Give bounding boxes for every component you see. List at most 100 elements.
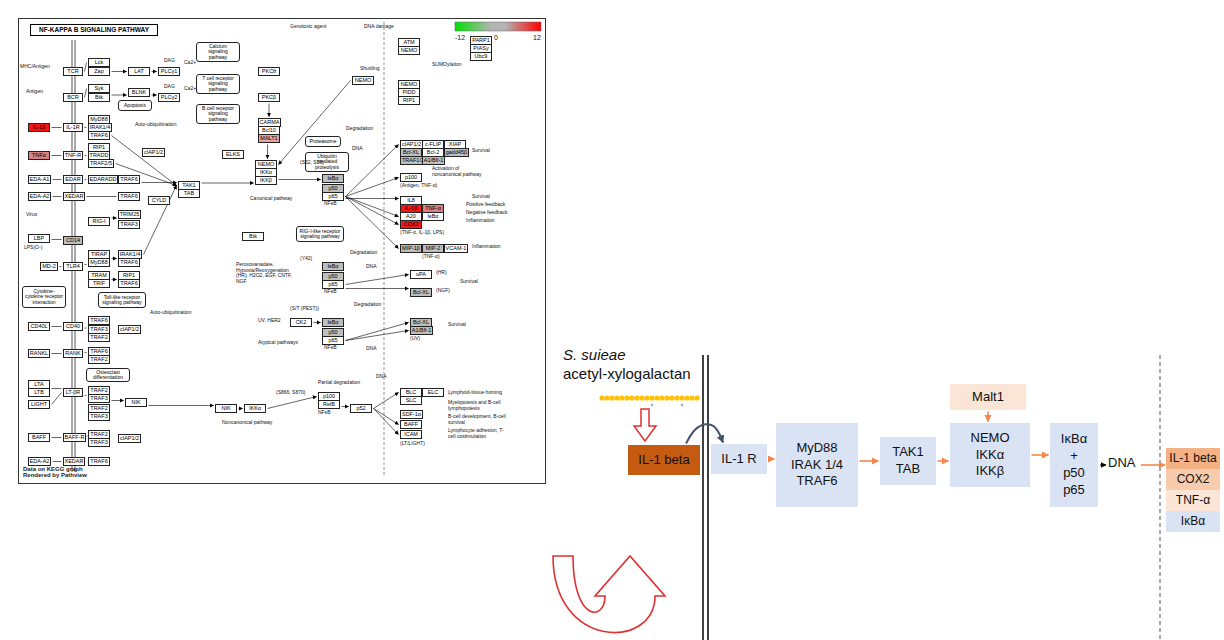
node-text: RIP1 <box>123 272 135 278</box>
node-text: Toll-like receptor signaling pathway <box>101 295 144 306</box>
gene-box: p65 <box>322 336 344 345</box>
node-text: A1/Bfl-1 <box>424 157 444 163</box>
node-text: TRAF6 <box>90 348 107 354</box>
signal-box: IL-1 beta <box>628 445 700 475</box>
label-text: DNA <box>376 374 387 380</box>
connector <box>267 145 268 159</box>
gene-box: EDAR <box>63 175 83 184</box>
node-text: Lck <box>95 59 104 65</box>
label-text: -12 <box>455 34 465 42</box>
gene-box: TRIF <box>88 279 110 288</box>
connector <box>53 179 62 180</box>
label-text: (S/T (PEST)) <box>290 306 319 312</box>
label-text: Survival <box>460 279 478 285</box>
connector <box>269 104 270 117</box>
gene-box: CYLD <box>148 196 170 205</box>
connector <box>144 186 177 255</box>
node-text: IKKα <box>976 447 1004 464</box>
gene-box: LIGHT <box>28 400 50 409</box>
gene-box: RANK <box>63 349 83 358</box>
gene-box: TRAF2 <box>88 333 110 342</box>
gene-box: cIAP1/2 <box>142 148 165 157</box>
label-text: (HR) <box>436 270 447 276</box>
node-text: RANK <box>65 350 80 356</box>
polysaccharide-chain <box>599 395 699 406</box>
node-text: RIP1 <box>93 144 105 150</box>
label-text: Degradation <box>354 302 381 308</box>
node-text: cIAP1/2 <box>402 141 421 147</box>
node-text: uPA <box>416 271 426 277</box>
gene-box: TRAF6 <box>88 131 110 140</box>
node-text: TRAF3 <box>90 326 107 332</box>
gene-product-box: IκBα <box>1166 511 1220 532</box>
pathway-link-box: RIG-I-like receptor signaling pathway <box>296 226 344 242</box>
node-text: PLCγ1 <box>161 68 178 74</box>
gene-box: BLNK <box>128 88 150 97</box>
connector <box>342 406 349 407</box>
node-text: SLC <box>406 397 417 403</box>
label-text: Shuttling <box>360 66 379 72</box>
node-text: RIP1 <box>403 97 415 103</box>
gene-box: CD14 <box>63 236 83 245</box>
gene-box: cIAP1/2 <box>118 434 141 443</box>
connector <box>112 400 124 401</box>
gene-box: PLCγ1 <box>158 67 180 76</box>
node-text: TRAF2 <box>90 356 107 362</box>
node-text: TNF-R <box>65 152 82 158</box>
node-text: EDA-A2 <box>30 193 50 199</box>
node-text: cIAP1/2 <box>144 149 163 155</box>
gene-box: cIAP1/2 <box>118 325 141 334</box>
node-text: IL-1β <box>33 124 46 130</box>
gene-box: NIK <box>125 398 147 407</box>
label-text: Peroxovanadate, Hypoxia/Reoxygenation (H… <box>236 262 298 284</box>
connector <box>938 460 949 462</box>
connector <box>279 179 321 180</box>
pathway-link-box: Proteasome <box>305 136 341 147</box>
node-text: p100 <box>323 393 335 399</box>
gene-box: IκBα <box>322 262 344 271</box>
node-text: TAB <box>184 190 194 196</box>
gene-box: EDARADD <box>88 175 118 184</box>
gene-box: gadd45β <box>444 148 469 157</box>
node-text: XIAP <box>449 141 462 147</box>
node-text: TRAF2 <box>90 334 107 340</box>
pathway-link-box: T cell receptor signaling pathway <box>196 74 240 94</box>
node-text: TRAF6 <box>90 132 107 138</box>
gene-box: Lck <box>88 58 110 67</box>
node-text: TRADD <box>90 152 109 158</box>
label-text: Virus <box>26 212 37 218</box>
node-text: TRAF3 <box>120 221 137 227</box>
connector <box>152 71 157 72</box>
color-scale-bar <box>455 22 541 31</box>
gene-box: LAT <box>128 67 150 76</box>
pathway-link-box: Apoptosis <box>118 100 152 111</box>
connector <box>87 196 117 197</box>
node-text: MIP-2 <box>426 245 441 251</box>
node-text: TRAF1/2 <box>402 157 424 163</box>
label-text: MHC/Antigen <box>20 64 50 70</box>
feedback-loop-arrow <box>553 556 665 633</box>
gene-box: MD-2 <box>40 262 58 271</box>
connector <box>112 71 127 72</box>
connector <box>239 408 243 409</box>
node-text: cIAP1/2 <box>120 326 139 332</box>
gene-box: TRAF6 <box>118 279 140 288</box>
signal-box: IκBα+p50p65 <box>1050 423 1098 507</box>
label-text: NFκB <box>318 410 331 416</box>
connector <box>346 198 399 199</box>
node-text: PIASy <box>473 45 488 51</box>
gene-box: Zap <box>88 67 110 76</box>
node-text: NEMO <box>401 47 418 53</box>
node-text: NEMO <box>971 430 1010 447</box>
connector <box>85 352 87 353</box>
gene-box: TRAF3 <box>88 438 110 447</box>
node-text: LIGHT <box>31 401 47 407</box>
node-text: BCR <box>67 94 79 100</box>
label-text: Myelopoiesis and B-cell lymphopoiesis <box>448 400 508 411</box>
node-text: p65 <box>328 193 337 199</box>
gene-box: SDF-1α <box>400 410 423 419</box>
label-text: Canonical pathway <box>250 196 292 202</box>
node-text: MyD88 <box>90 259 107 265</box>
label-text: NFκB <box>324 345 337 351</box>
